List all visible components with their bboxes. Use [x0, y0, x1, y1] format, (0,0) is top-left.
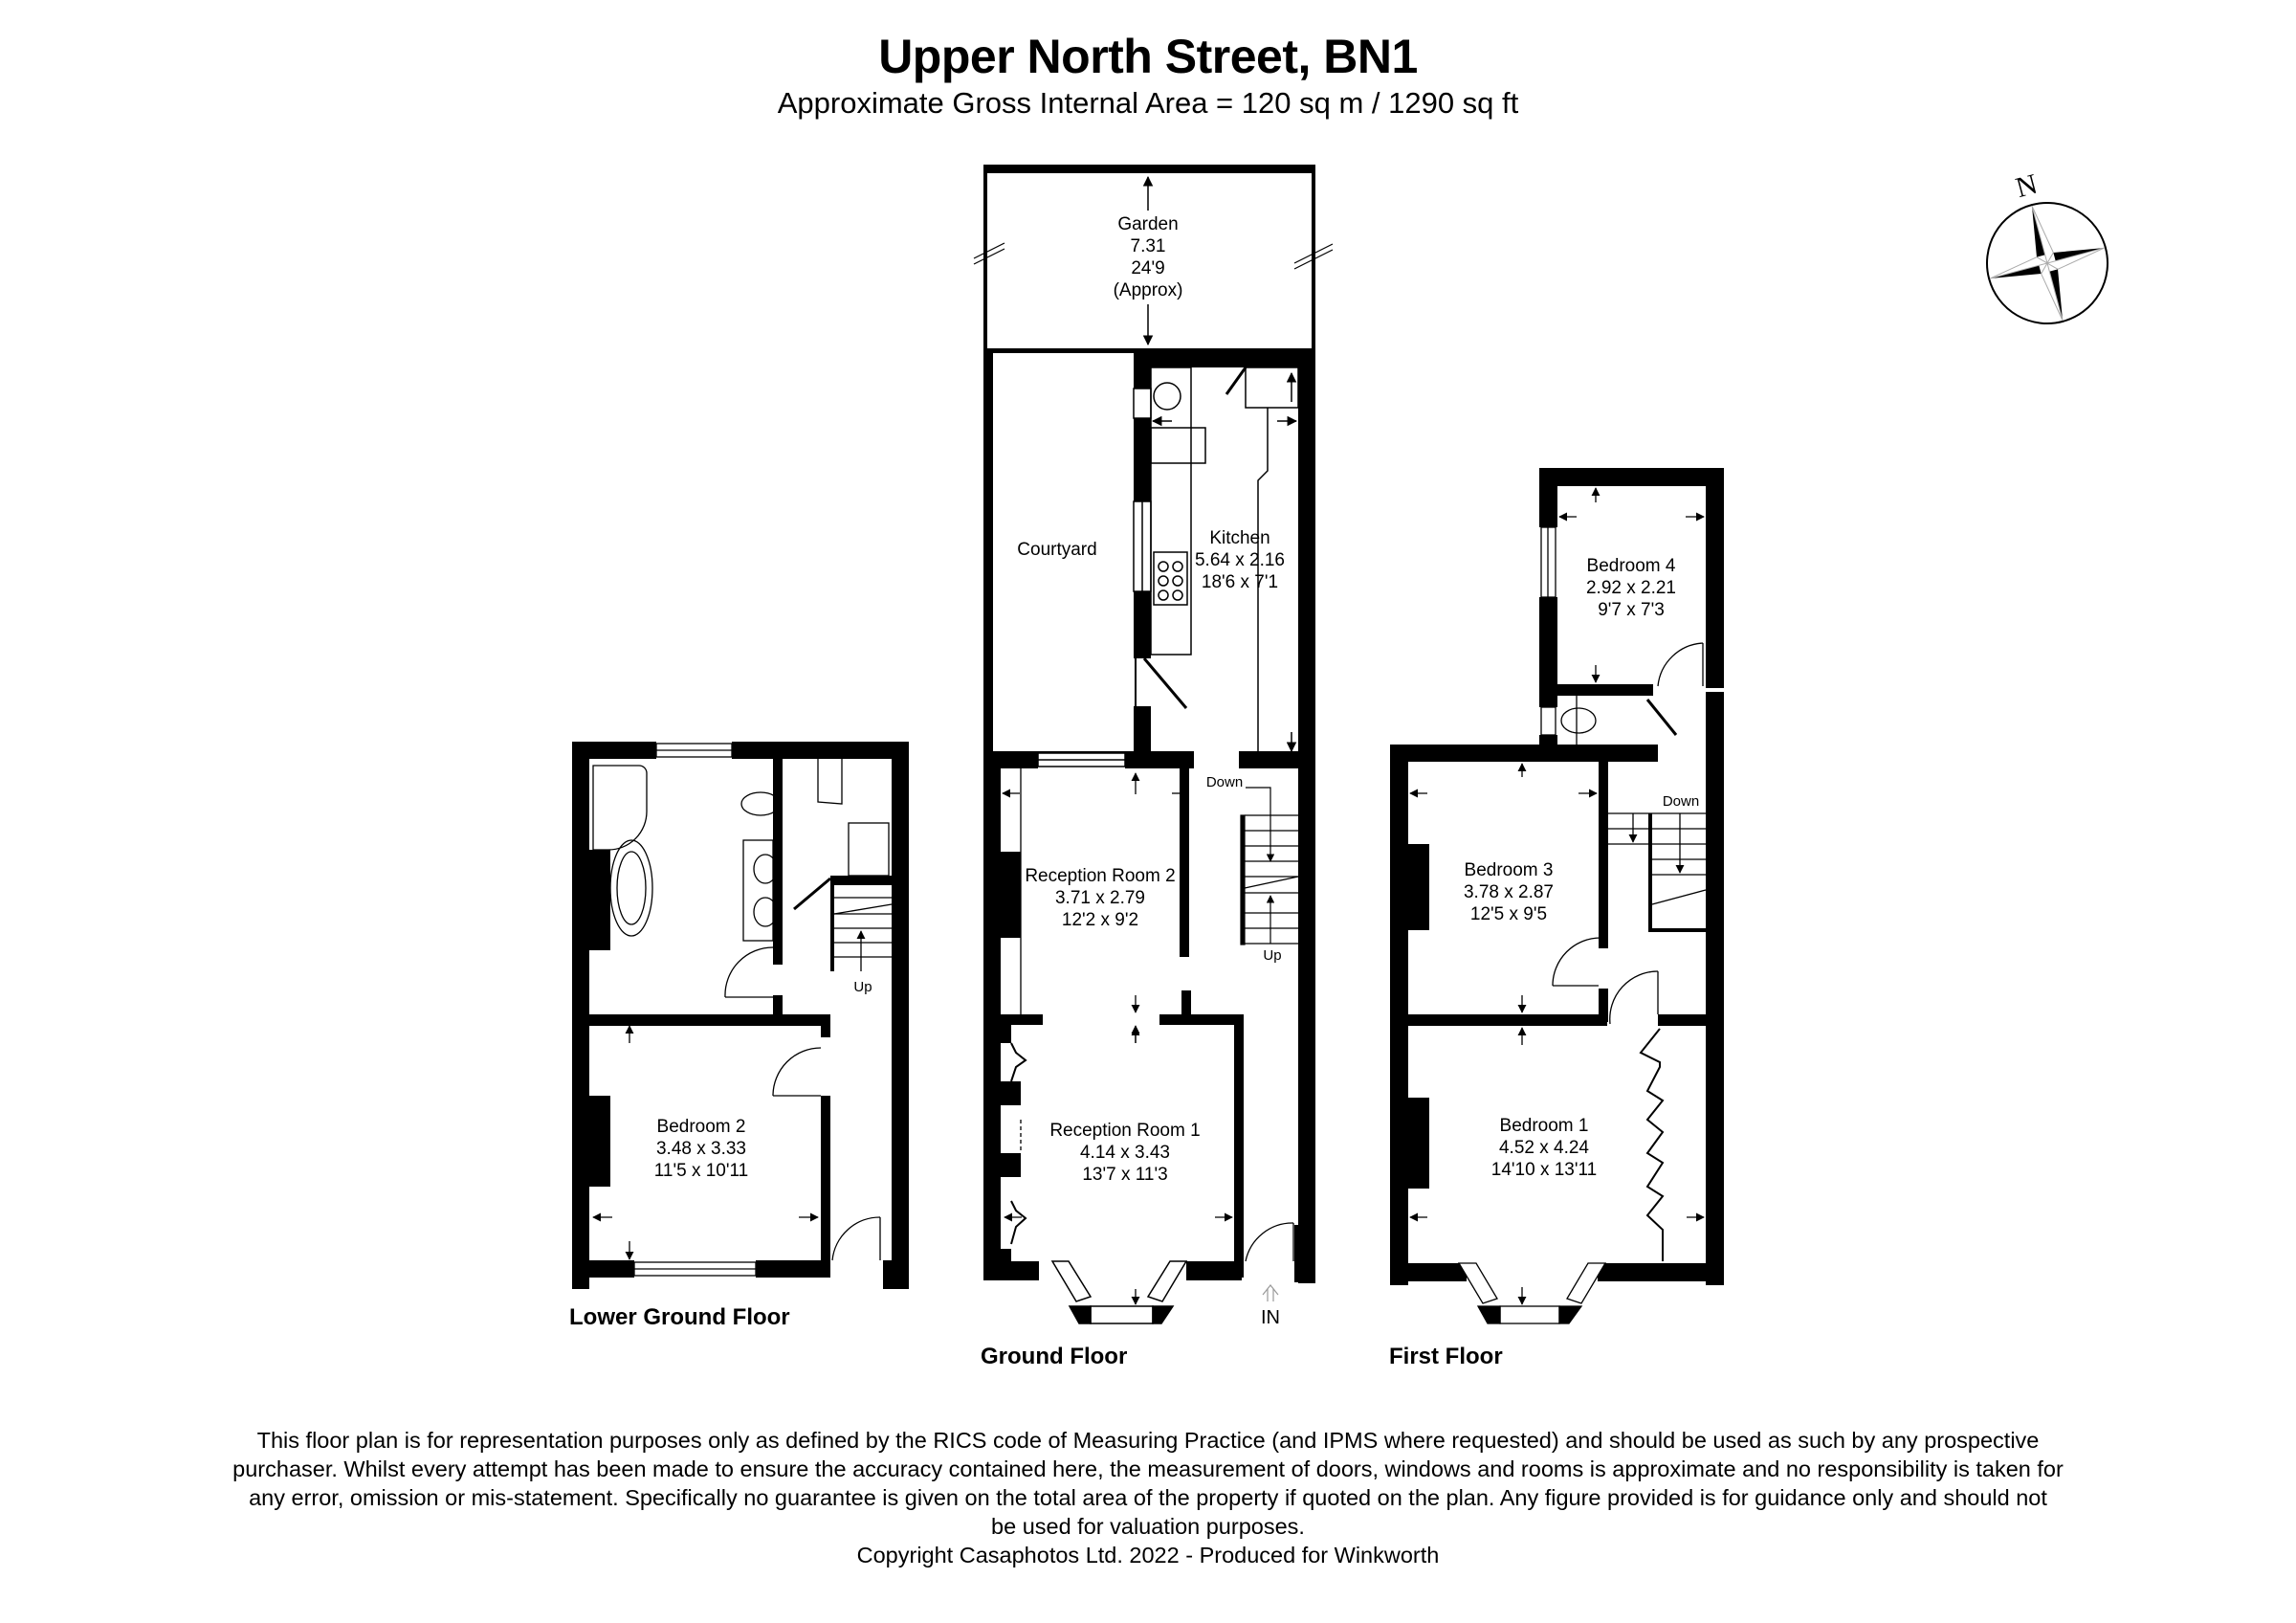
svg-text:4.14 x 3.43: 4.14 x 3.43: [1080, 1143, 1170, 1163]
svg-text:14'10 x 13'11: 14'10 x 13'11: [1491, 1160, 1597, 1180]
first-floor-walls: [1390, 468, 1724, 1285]
disclaimer-line: any error, omission or mis-statement. Sp…: [249, 1485, 2047, 1510]
bedroom-4-label: Bedroom 4: [1587, 556, 1676, 576]
kitchenette-sink-icon: [848, 822, 890, 877]
reception-room-2-label: Reception Room 2: [1025, 866, 1175, 886]
lower-ground-floor-label: Lower Ground Floor: [569, 1304, 790, 1330]
svg-text:3.71 x 2.79: 3.71 x 2.79: [1055, 888, 1145, 908]
kitchen-fittings: [1142, 367, 1299, 753]
svg-text:24'9: 24'9: [1131, 258, 1164, 278]
ground-stairs-down-label: Down: [1206, 774, 1243, 790]
lower-ground-fittings: [592, 743, 893, 1277]
svg-text:18'6 x 7'1: 18'6 x 7'1: [1202, 572, 1278, 592]
entrance-arrow-icon: [1262, 1284, 1279, 1301]
first-floor-fittings: [1409, 487, 1707, 1324]
disclaimer-line: be used for valuation purposes.: [991, 1514, 1305, 1539]
garden-label: Garden: [1117, 214, 1178, 234]
courtyard-label: Courtyard: [1017, 540, 1096, 560]
svg-text:2.92 x 2.21: 2.92 x 2.21: [1586, 578, 1676, 598]
bedroom-3-label: Bedroom 3: [1465, 860, 1554, 880]
shower-icon: [592, 765, 648, 851]
ground-floor-windows: [1037, 388, 1188, 1324]
reception-room-1-label: Reception Room 1: [1049, 1121, 1200, 1141]
toilet-icon: [740, 791, 781, 816]
ground-floor-walls: [983, 350, 1315, 1283]
svg-text:(Approx): (Approx): [1114, 280, 1183, 300]
first-floor-plan: Down Bedroom 4 2.92 x 2.21 9'7 x 7'3 Bed…: [1389, 468, 1724, 1369]
svg-text:9'7 x 7'3: 9'7 x 7'3: [1598, 600, 1665, 620]
first-stairs-down-label: Down: [1663, 793, 1699, 810]
bath-icon: [609, 839, 653, 937]
svg-text:4.52 x 4.24: 4.52 x 4.24: [1499, 1138, 1589, 1158]
svg-text:13'7 x 11'3: 13'7 x 11'3: [1082, 1165, 1167, 1185]
bedroom-2-label: Bedroom 2: [657, 1117, 746, 1137]
disclaimer-footer: This floor plan is for representation pu…: [144, 1426, 2152, 1569]
svg-text:11'5 x 10'11: 11'5 x 10'11: [654, 1161, 748, 1181]
svg-text:3.78 x 2.87: 3.78 x 2.87: [1464, 882, 1554, 902]
lower-ground-walls: [572, 742, 909, 1289]
gross-internal-area: Approximate Gross Internal Area = 120 sq…: [777, 86, 1519, 120]
copyright-line: Copyright Casaphotos Ltd. 2022 - Produce…: [856, 1543, 1440, 1567]
lower-ground-floor-plan: Up Bedroom 2 3.48 x 3.33 11'5 x 10'11 Lo…: [569, 742, 909, 1330]
svg-text:5.64 x 2.16: 5.64 x 2.16: [1195, 550, 1285, 570]
page-title: Upper North Street, BN1: [878, 30, 1418, 83]
ground-floor-plan: Garden 7.31 24'9 (Approx): [973, 165, 1334, 1369]
svg-text:12'2 x 9'2: 12'2 x 9'2: [1062, 910, 1138, 930]
reception-room-1-fittings: [1004, 1027, 1294, 1305]
toilet-icon: [1560, 707, 1597, 734]
sink-icon: [1153, 382, 1181, 411]
ground-stairs-up-label: Up: [1263, 947, 1281, 964]
lower-ground-stairs-up-label: Up: [853, 979, 872, 995]
garden-area: Garden 7.31 24'9 (Approx): [973, 165, 1334, 352]
svg-text:3.48 x 3.33: 3.48 x 3.33: [656, 1139, 746, 1159]
disclaimer-line: purchaser. Whilst every attempt has been…: [232, 1456, 2064, 1481]
kitchen-label: Kitchen: [1209, 528, 1269, 548]
svg-text:12'5 x 9'5: 12'5 x 9'5: [1470, 904, 1547, 924]
compass-north-label: N: [2013, 168, 2041, 204]
svg-text:7.31: 7.31: [1131, 236, 1166, 256]
disclaimer-line: This floor plan is for representation pu…: [256, 1428, 2040, 1453]
hob-icon: [1153, 551, 1188, 606]
compass-rose-icon: N: [1986, 168, 2108, 324]
ground-floor-stairs: [1240, 787, 1299, 945]
vanity-icon: [742, 839, 774, 942]
bedroom-1-label: Bedroom 1: [1500, 1116, 1589, 1136]
ground-floor-label: Ground Floor: [981, 1344, 1127, 1369]
entrance-label: IN: [1261, 1307, 1280, 1328]
first-floor-label: First Floor: [1389, 1344, 1503, 1369]
